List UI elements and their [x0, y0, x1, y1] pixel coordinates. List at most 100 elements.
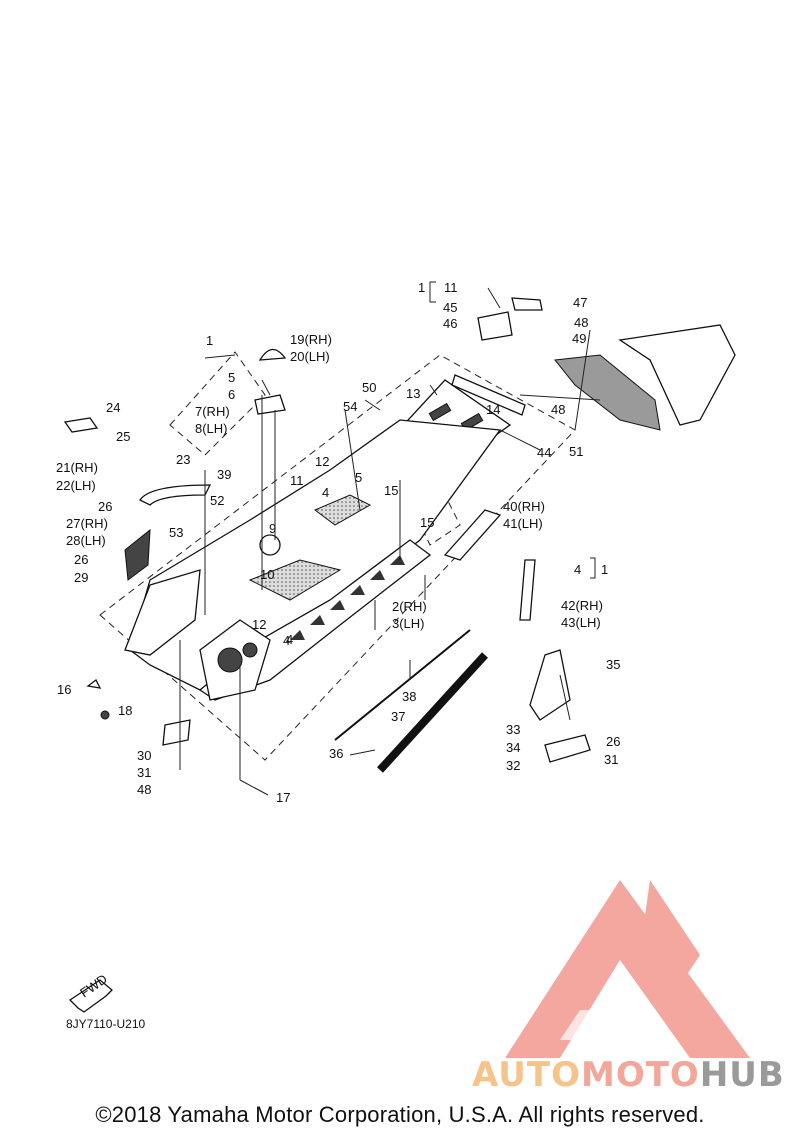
callout: 25	[116, 429, 130, 444]
callout: 31	[604, 752, 618, 767]
brand-part-auto: AUTO	[472, 1055, 581, 1095]
callout: 13	[406, 386, 420, 401]
callout: 4	[286, 632, 293, 647]
callout: 28(LH)	[66, 533, 106, 548]
dashed-box-upper-left	[169, 351, 266, 456]
callout: 24	[106, 400, 120, 415]
callout: 14	[486, 402, 500, 417]
brand-part-moto: MOTO	[580, 1055, 700, 1095]
callout: 26	[74, 552, 88, 567]
callout: 32	[506, 758, 520, 773]
callout: 21(RH)	[56, 460, 98, 475]
part-code: 8JY7110-U210	[66, 1017, 146, 1031]
step-32	[544, 734, 591, 763]
callout: 4	[574, 562, 581, 577]
callout: 27(RH)	[66, 516, 108, 531]
callout: 19(RH)	[290, 332, 332, 347]
bulkhead-hole	[217, 647, 243, 673]
step-30	[162, 719, 191, 746]
callout: 39	[217, 467, 231, 482]
chassis-mesh-center	[314, 494, 372, 526]
callout: 48	[551, 402, 565, 417]
callout: 2(RH)	[392, 599, 427, 614]
tube-37	[377, 652, 488, 773]
bracket-45	[477, 311, 513, 341]
callout: 26	[606, 734, 620, 749]
callout: 42(RH)	[561, 598, 603, 613]
rod-38	[334, 629, 471, 741]
callout: 41(LH)	[503, 516, 543, 531]
callout: 51	[569, 444, 583, 459]
brand-part-hub: HUB	[699, 1055, 785, 1095]
grab-handle	[139, 484, 212, 506]
callout: 48	[137, 782, 151, 797]
watermark-brand: AUTOMOTOHUB	[472, 1055, 785, 1095]
callout: 8(LH)	[195, 421, 228, 436]
callout: 15	[420, 515, 434, 530]
callout: 12	[315, 454, 329, 469]
callout: 34	[506, 740, 520, 755]
callout: 46	[443, 316, 457, 331]
flap-mount	[554, 354, 661, 431]
grommet-9	[259, 534, 281, 556]
callout: 18	[118, 703, 132, 718]
watermark-logo	[505, 880, 750, 1058]
callout: 30	[137, 748, 151, 763]
callout: 52	[210, 493, 224, 508]
callout: 40(RH)	[503, 499, 545, 514]
rear-bumper-bar	[451, 374, 526, 416]
callout: 10	[260, 567, 274, 582]
callout: 35	[606, 657, 620, 672]
callout: 54	[343, 399, 357, 414]
callout: 1	[418, 280, 425, 295]
callout: 53	[169, 525, 183, 540]
callout: 15	[384, 483, 398, 498]
callout: 26	[98, 499, 112, 514]
group-bracket-top	[429, 281, 436, 303]
callout: 31	[137, 765, 151, 780]
chassis-mesh-front	[248, 559, 342, 601]
callout: 29	[74, 570, 88, 585]
callout: 11	[290, 473, 304, 488]
callout: 4	[322, 485, 329, 500]
callout: 4	[283, 633, 290, 648]
side-rail-cutouts	[290, 555, 405, 640]
cap-24	[63, 417, 99, 433]
callout: 3(LH)	[392, 616, 425, 631]
callout: 45	[443, 300, 457, 315]
group-bracket-right	[590, 557, 596, 579]
callout: 48	[574, 315, 588, 330]
bracket-7	[254, 394, 286, 415]
callout-labels: 1 11 45 46 47 48 49 19(RH) 20(LH) 5 6 7(…	[56, 280, 620, 805]
cover-19	[258, 348, 287, 361]
fwd-arrow: FWD	[68, 971, 113, 1013]
bulkhead-hole-small	[242, 642, 258, 658]
bolt-16	[86, 679, 102, 689]
left-frame-gusset	[124, 569, 201, 656]
side-panel-40	[443, 509, 502, 561]
footrest-33	[529, 649, 571, 721]
callout: 47	[573, 295, 587, 310]
callout: 12	[252, 617, 266, 632]
callout: 5	[228, 370, 235, 385]
callout: 7(RH)	[195, 404, 230, 419]
callout: 20(LH)	[290, 349, 330, 364]
copyright-notice: ©2018 Yamaha Motor Corporation, U.S.A. A…	[95, 1102, 705, 1127]
callout: 1	[601, 562, 608, 577]
callout: 17	[276, 790, 290, 805]
rail-42	[519, 559, 536, 621]
callout: 36	[329, 746, 343, 761]
nut-18	[100, 710, 110, 720]
callout: 49	[572, 331, 586, 346]
leader-lines	[179, 287, 601, 796]
callout: 9	[269, 521, 276, 536]
callout: 44	[537, 445, 551, 460]
callout: 33	[506, 722, 520, 737]
callout: 5	[355, 470, 362, 485]
chassis-frame	[129, 419, 502, 691]
callout: 11	[444, 280, 458, 295]
callout: 43(LH)	[561, 615, 601, 630]
snow-flap	[618, 324, 736, 426]
callout: 16	[57, 682, 71, 697]
